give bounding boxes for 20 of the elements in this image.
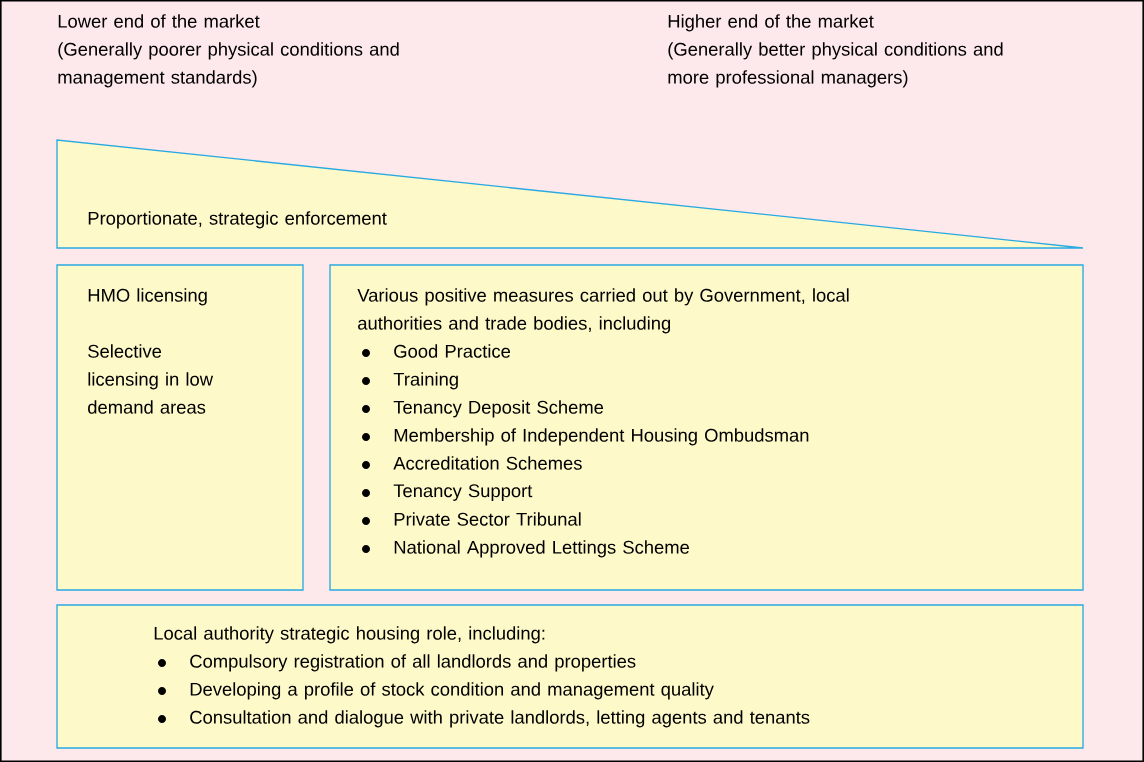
note-text: (Generally poorer physical conditions and management standards) [58,42,399,88]
heading-text: Higher end of the market [668,14,874,32]
bullet-text: Consultation and dialogue with private landlords, letting agents and tenants [190,710,810,728]
bullet-text: National Approved Lettings Scheme [394,540,689,558]
bullet-text: Accreditation Schemes [393,456,582,470]
bullet-text: Developing a profile of stock condition and management quality [190,682,714,700]
heading-text: Local authority strategic housing role, including: [154,626,545,644]
body-text: Selective licensing in low demand areas [88,344,214,414]
note-text: (Generally better physical conditions and more professional managers) [668,42,1003,88]
bullet-text: Membership of Independent Housing Ombudsman [394,428,809,446]
bullet-text: Training [393,372,458,390]
body-text: HMO licensing [88,288,207,306]
bullet-text: Private Sector Tribunal [394,512,581,526]
heading-text: Lower end of the market [58,14,260,28]
bullet-text: Compulsory registration of all landlords and properties [190,654,636,672]
heading-text: Various positive measures carried out by Government, local authorities and trade bodies, including [357,288,849,334]
bullet-text: Tenancy Support [393,484,533,501]
bullet-text: Good Practice [394,344,511,358]
bullet-text: Tenancy Deposit Scheme [393,400,604,418]
body-text: Proportionate, strategic enforcement [88,211,387,229]
